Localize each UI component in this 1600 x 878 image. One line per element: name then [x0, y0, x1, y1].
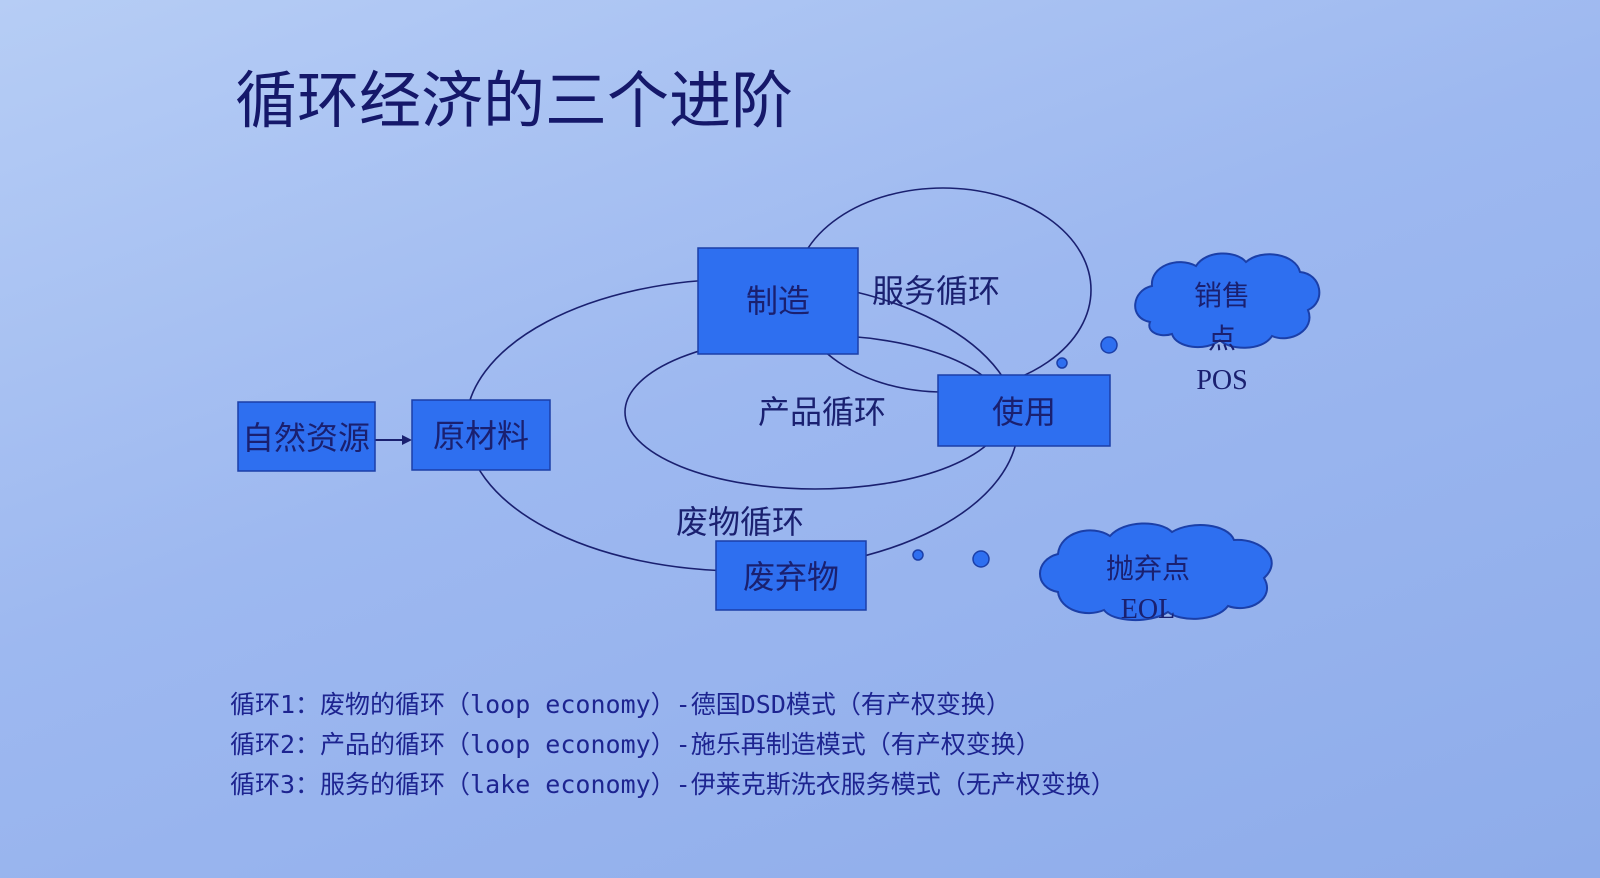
arrow-head-icon — [402, 435, 412, 445]
callout-dot — [912, 549, 924, 561]
node-label: 制造 — [746, 282, 810, 320]
node-natural-resources: 自然资源 — [237, 401, 376, 472]
node-label: 废弃物 — [743, 558, 839, 596]
eol-label-line2: EOL — [1121, 594, 1175, 625]
node-label: 原材料 — [433, 417, 529, 455]
slide-title: 循环经济的三个进阶 — [235, 64, 793, 137]
pos-cloud: 销售 点 POS — [1134, 252, 1321, 396]
callout-dot — [972, 550, 990, 568]
node-label: 使用 — [992, 393, 1056, 431]
waste-loop-label: 废物循环 — [676, 503, 804, 541]
pos-label-line2: 点 — [1208, 322, 1236, 355]
callout-dot — [1056, 357, 1068, 369]
pos-label-line3: POS — [1196, 365, 1247, 396]
node-use: 使用 — [937, 374, 1111, 447]
eol-cloud: 抛弃点 EOL — [1039, 522, 1273, 625]
node-raw-materials: 原材料 — [411, 399, 551, 471]
node-manufacturing: 制造 — [697, 247, 859, 355]
note-line-3: 循环3：服务的循环（lake economy）-伊莱克斯洗衣服务模式（无产权变换… — [230, 770, 1116, 799]
note-line-2: 循环2：产品的循环（loop economy）-施乐再制造模式（有产权变换） — [230, 730, 1041, 759]
note-line-1: 循环1：废物的循环（loop economy）-德国DSD模式（有产权变换） — [230, 690, 1011, 719]
pos-label-line1: 销售 — [1194, 279, 1250, 312]
eol-label-line1: 抛弃点 — [1106, 552, 1190, 585]
product-loop-label: 产品循环 — [758, 393, 886, 431]
service-loop-label: 服务循环 — [872, 272, 1000, 310]
node-waste: 废弃物 — [715, 540, 867, 611]
node-label: 自然资源 — [242, 419, 370, 457]
callout-dot — [1100, 336, 1118, 354]
